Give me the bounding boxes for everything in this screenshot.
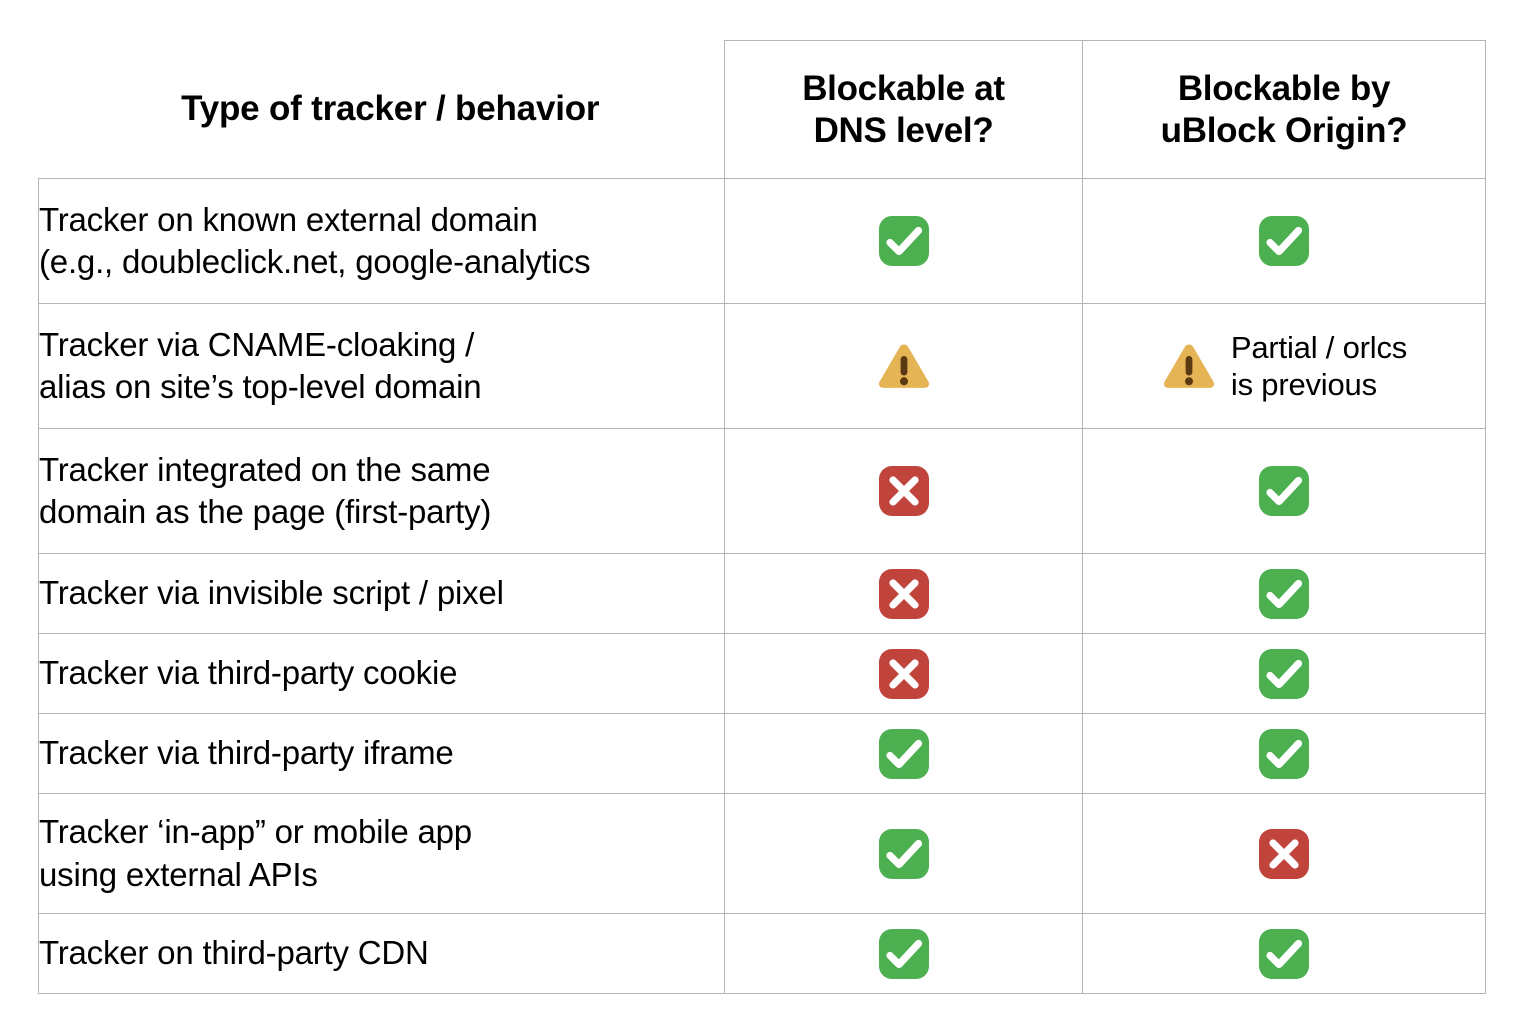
check-icon xyxy=(1257,464,1311,518)
row-label-cell: Tracker on known external domain (e.g., … xyxy=(38,178,725,304)
check-icon xyxy=(1257,647,1311,701)
row-ublock-cell xyxy=(1082,713,1486,794)
row-ublock-cell xyxy=(1082,913,1486,994)
check-icon xyxy=(1257,727,1311,781)
cross-icon xyxy=(877,464,931,518)
row-label-cell: Tracker ‘in-app” or mobile app using ext… xyxy=(38,793,725,914)
page-title: Type of tracker / behavior xyxy=(181,89,600,129)
row-label-cell: Tracker via CNAME-cloaking / alias on si… xyxy=(38,303,725,429)
check-icon xyxy=(1257,567,1311,621)
table-row: Tracker via third-party iframe xyxy=(38,713,1486,794)
row-label-cell: Tracker via third-party iframe xyxy=(38,713,725,794)
row-label-cell: Tracker via invisible script / pixel xyxy=(38,553,725,634)
table-row: Tracker via invisible script / pixel xyxy=(38,553,1486,634)
row-label: Tracker via third-party iframe xyxy=(39,734,454,772)
tracker-blocking-table: Type of tracker / behavior Blockable at … xyxy=(38,40,1486,994)
table-body: Tracker on known external domain (e.g., … xyxy=(38,178,1486,994)
check-icon xyxy=(1257,214,1311,268)
table-row: Tracker ‘in-app” or mobile app using ext… xyxy=(38,793,1486,914)
row-label: Tracker on known external domain (e.g., … xyxy=(39,200,591,280)
check-icon xyxy=(877,727,931,781)
header-label-ublock: Blockable by uBlock Origin? xyxy=(1160,69,1408,150)
check-icon xyxy=(877,214,931,268)
row-label-cell: Tracker integrated on the same domain as… xyxy=(38,428,725,554)
row-ublock-cell: Partial / orlcs is previous xyxy=(1082,303,1486,429)
header-cell-dns: Blockable at DNS level? xyxy=(724,40,1083,179)
header-cell-ublock: Blockable by uBlock Origin? xyxy=(1082,40,1486,179)
row-dns-cell xyxy=(724,428,1083,554)
row-label: Tracker via CNAME-cloaking / alias on si… xyxy=(39,325,482,405)
row-label: Tracker via invisible script / pixel xyxy=(39,574,504,612)
row-dns-cell xyxy=(724,793,1083,914)
cross-icon xyxy=(1257,827,1311,881)
row-label: Tracker ‘in-app” or mobile app using ext… xyxy=(39,813,473,893)
cross-icon xyxy=(877,647,931,701)
header-label-dns: Blockable at DNS level? xyxy=(802,69,1005,150)
row-dns-cell xyxy=(724,178,1083,304)
check-icon xyxy=(877,827,931,881)
row-label-cell: Tracker on third-party CDN xyxy=(38,913,725,994)
row-dns-cell xyxy=(724,553,1083,634)
row-dns-cell xyxy=(724,633,1083,714)
header-cell-label: Type of tracker / behavior xyxy=(39,41,725,179)
row-ublock-cell xyxy=(1082,793,1486,914)
row-label: Tracker via third-party cookie xyxy=(39,654,458,692)
table-header: Type of tracker / behavior Blockable at … xyxy=(39,40,1486,179)
row-label-cell: Tracker via third-party cookie xyxy=(38,633,725,714)
row-ublock-cell xyxy=(1082,553,1486,634)
table-row: Tracker via third-party cookie xyxy=(38,633,1486,714)
status-note: Partial / orlcs is previous xyxy=(1230,329,1408,402)
row-dns-cell xyxy=(724,303,1083,429)
check-icon xyxy=(1257,927,1311,981)
row-ublock-cell xyxy=(1082,633,1486,714)
row-ublock-cell xyxy=(1082,178,1486,304)
cross-icon xyxy=(877,567,931,621)
row-dns-cell xyxy=(724,713,1083,794)
row-label: Tracker on third-party CDN xyxy=(39,934,429,972)
table-row: Tracker on third-party CDN xyxy=(38,913,1486,994)
row-dns-cell xyxy=(724,913,1083,994)
row-label: Tracker integrated on the same domain as… xyxy=(39,450,492,530)
warning-icon xyxy=(1161,341,1217,391)
header-row: Type of tracker / behavior Blockable at … xyxy=(39,40,1486,179)
row-ublock-cell xyxy=(1082,428,1486,554)
table-row: Tracker integrated on the same domain as… xyxy=(38,428,1486,554)
warning-icon xyxy=(876,341,932,391)
table-row: Tracker via CNAME-cloaking / alias on si… xyxy=(38,303,1486,429)
table-row: Tracker on known external domain (e.g., … xyxy=(38,178,1486,304)
check-icon xyxy=(877,927,931,981)
